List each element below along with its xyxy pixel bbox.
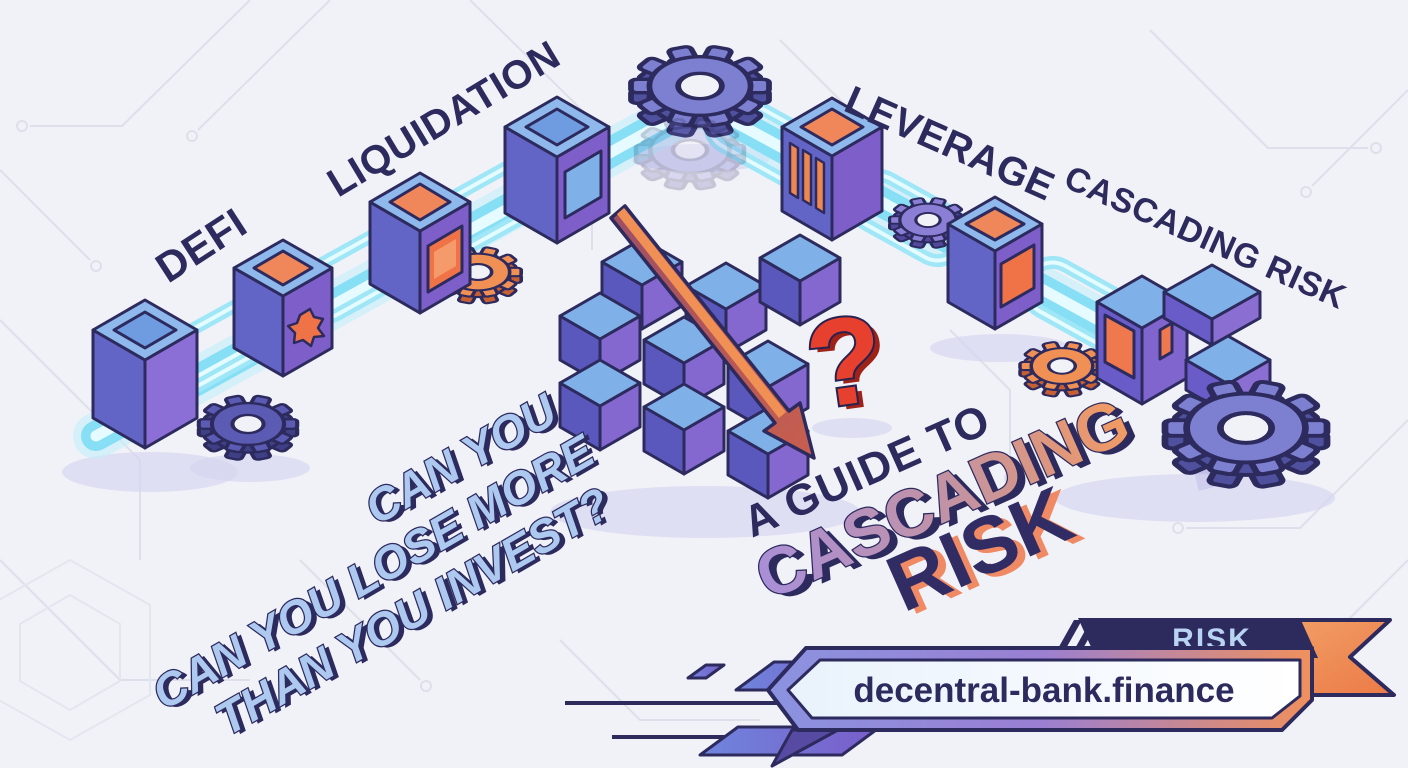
- gear-risk-large-icon: [1165, 381, 1327, 488]
- gear-defi-icon: [199, 395, 297, 460]
- cube-cascading: [946, 195, 1044, 331]
- shadows: [62, 144, 1335, 538]
- cube-defi-start: [91, 298, 199, 450]
- site-url: decentral-bank.finance: [853, 671, 1234, 710]
- url-pill: decentral-bank.finance: [766, 646, 1314, 732]
- cube-plain: [503, 95, 611, 245]
- gear-risk-orange-icon: [1018, 339, 1106, 399]
- cube-defi-icon: [232, 238, 334, 378]
- leverage-bars-icon: [788, 141, 826, 215]
- gear-apex-reflection-icon: [636, 119, 744, 190]
- question-mark-icon: ? ?: [796, 286, 899, 439]
- broken-cube-cluster: [1095, 263, 1272, 416]
- cube-leverage: [780, 96, 884, 242]
- cube-liquidation: [368, 171, 472, 315]
- hash-marks-icon: [1056, 620, 1158, 652]
- downtrend-arrow-icon: [609, 204, 816, 460]
- splat-icon: [286, 307, 326, 348]
- footer-banner: RISK decentral-bank.finance: [565, 618, 1396, 768]
